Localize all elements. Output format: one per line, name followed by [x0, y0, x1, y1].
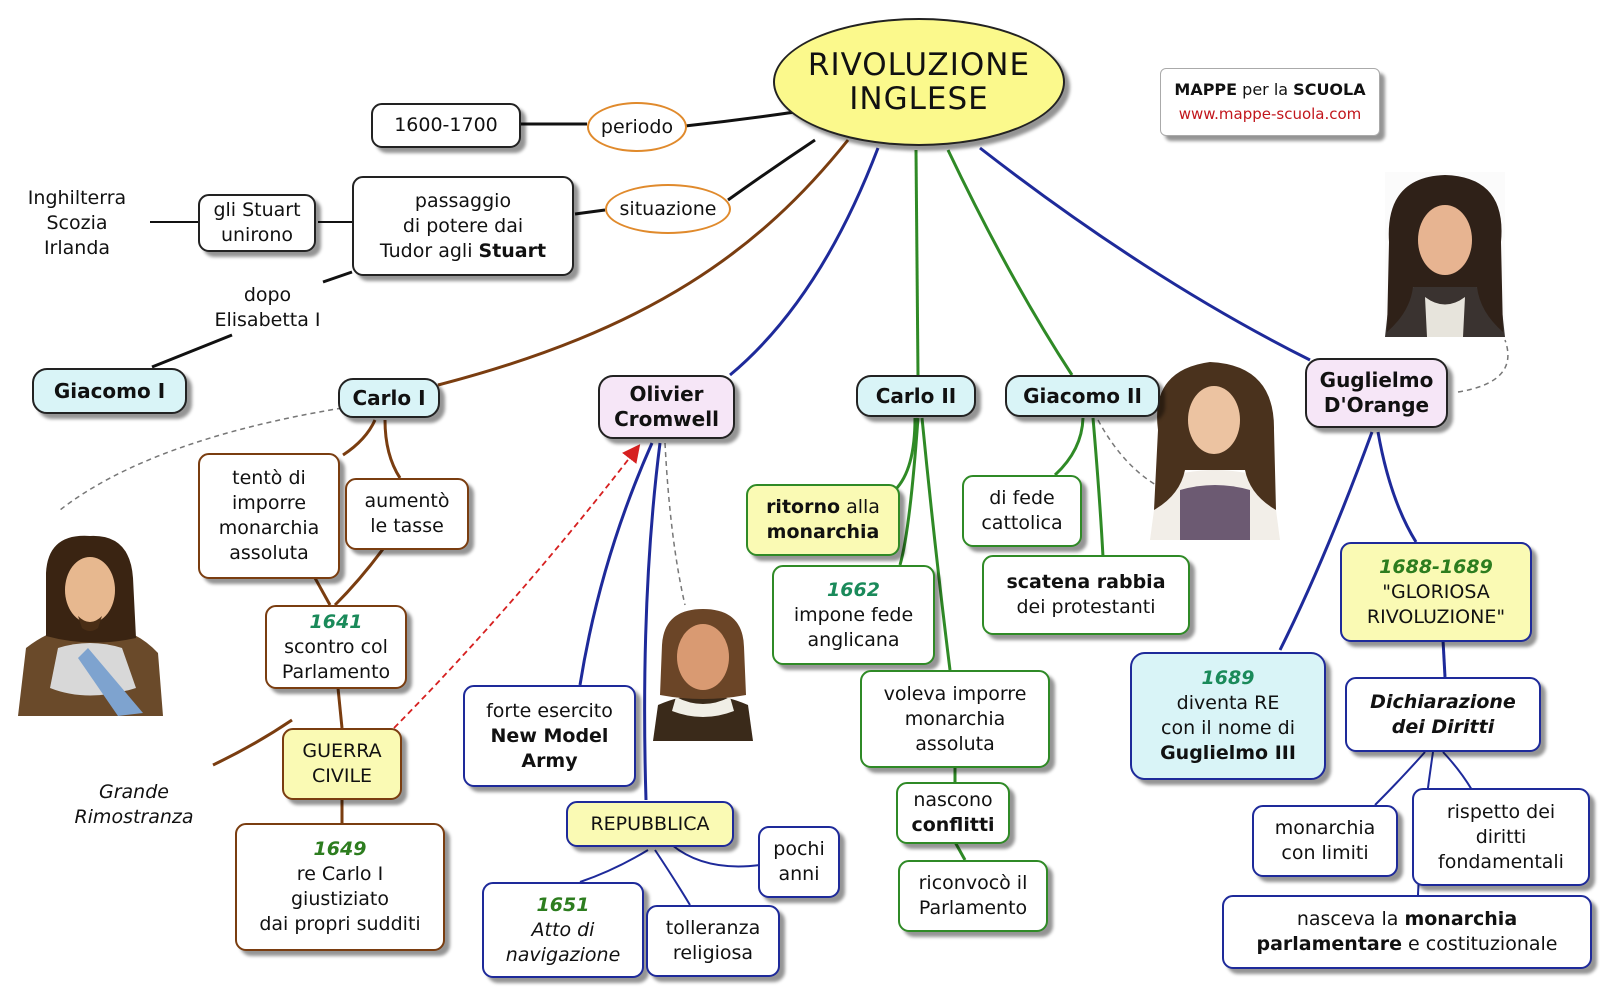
link-dich-limiti [1374, 751, 1426, 806]
link-tasse-scontro [333, 548, 385, 607]
dash-giacomo2-portrait [1097, 419, 1166, 491]
ruler-carlo-ii: Carlo II [856, 375, 976, 417]
carlo2-ritorno-box: ritorno alla monarchia [746, 484, 900, 556]
ruler-carlo-i: Carlo I [338, 378, 440, 418]
ruler-giacomo-i: Giacomo I [32, 368, 187, 414]
dash-guglielmo-portrait [1457, 339, 1509, 393]
guglielmo-portrait [1385, 172, 1505, 337]
cromwell-repubblica-box: REPUBBLICA [566, 801, 734, 847]
periodo-box: 1600-1700 [371, 103, 521, 148]
link-carlo2-ritorno [893, 417, 917, 492]
link-repubblica-pochi [671, 844, 761, 868]
guglielmo-nasceva-box: nasceva la monarchia parlamentare e cost… [1222, 895, 1592, 969]
arrow-guerra-cromwell [393, 444, 641, 729]
link-carlo1-impose [342, 419, 377, 457]
main-title: RIVOLUZIONE INGLESE [773, 18, 1065, 146]
link-impose-scontro [313, 577, 332, 606]
link-title-guglielmo [979, 146, 1311, 362]
brand-name: MAPPE per la SCUOLA [1174, 80, 1366, 99]
title-line-1: RIVOLUZIONE [807, 47, 1031, 83]
brand-box[interactable]: MAPPE per la SCUOLA www.mappe-scuola.com [1160, 68, 1380, 136]
link-giacomo2-rabbia [1091, 417, 1105, 558]
link-box-dopo [322, 270, 353, 284]
link-conflitti-riconvoco [953, 841, 967, 861]
situazione-box: passaggio di potere dai Tudor agli Stuar… [352, 176, 574, 276]
link-scontro-guerra [336, 687, 344, 729]
link-title-carlo2 [914, 149, 920, 376]
carlo-i-portrait [18, 535, 163, 716]
link-carlo1-tasse [383, 419, 402, 479]
link-situazione-box [574, 208, 606, 216]
link-dich-rispetto [1442, 751, 1473, 791]
dash-cromwell-portrait [664, 442, 686, 606]
link-title-carlo1 [437, 139, 850, 387]
link-giacomo2-cattolica [1053, 417, 1085, 477]
title-line-2: INGLESE [849, 81, 989, 117]
link-title-cromwell [729, 147, 880, 377]
link-cromwell-esercito [578, 442, 654, 686]
link-repubblica-atto [579, 849, 649, 883]
link-guerra-rimostranza [212, 718, 293, 767]
situazione-label: situazione [605, 184, 731, 234]
ruler-giacomo-ii: Giacomo II [1005, 375, 1160, 417]
link-title-giacomo2 [946, 149, 1074, 376]
link-cromwell-repubblica [643, 442, 662, 801]
link-dopo-giacomo1 [151, 333, 233, 369]
link-guglielmo-re [1278, 431, 1374, 651]
link-gloriosa-dichiarazione [1441, 639, 1447, 678]
link-carlo2-voleva [920, 417, 952, 671]
link-repubblica-tolleranza [654, 849, 691, 906]
link-title-situazione [727, 138, 816, 202]
cromwell-portrait [653, 609, 753, 741]
link-guglielmo-gloriosa [1376, 431, 1418, 543]
link-title-periodo [684, 110, 796, 128]
dash-carlo1-portrait [59, 407, 343, 511]
giacomo-ii-portrait [1150, 362, 1280, 540]
brand-url[interactable]: www.mappe-scuola.com [1178, 105, 1362, 123]
link-carlo2-fede [898, 417, 920, 566]
periodo-label: periodo [587, 102, 687, 152]
